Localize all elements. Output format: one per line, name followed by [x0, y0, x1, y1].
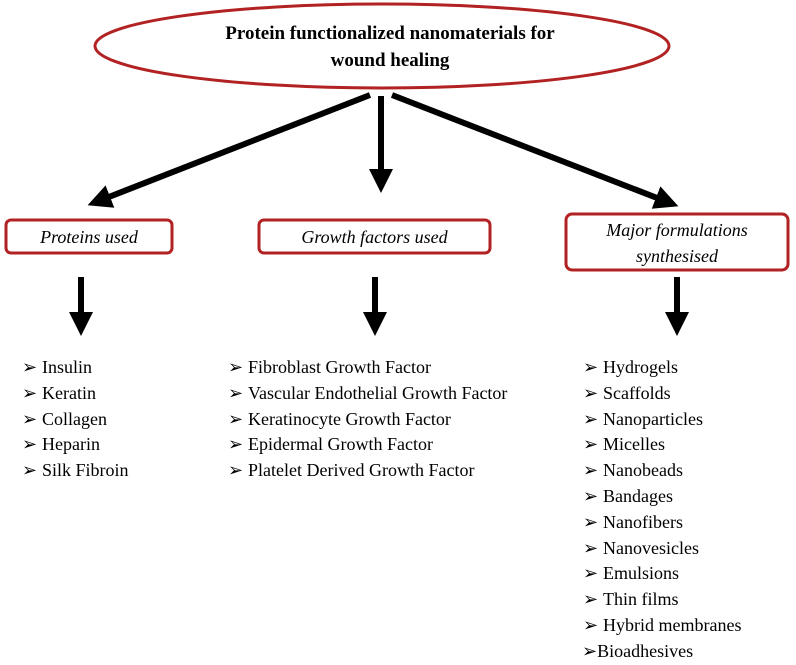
arrowhead-bullet-icon: ➢ [583, 537, 599, 558]
list-item: ➢Keratin [22, 381, 129, 407]
arrowhead-bullet-icon: ➢ [228, 434, 244, 455]
list-item: ➢Micelles [583, 432, 741, 458]
arrowhead-bullet-icon: ➢ [22, 382, 38, 403]
root-title: Protein functionalized nanomaterials for… [140, 20, 640, 74]
list-item: ➢Thin films [583, 587, 741, 613]
root-title-line-1: Protein functionalized nanomaterials for [225, 23, 555, 44]
arrow-root-to-proteins [87, 92, 372, 208]
list-item: ➢Keratinocyte Growth Factor [228, 407, 507, 433]
arrowhead-bullet-icon: ➢ [583, 408, 599, 429]
arrowhead-bullet-icon: ➢ [583, 357, 599, 377]
label-proteins-used: Proteins used [40, 227, 138, 247]
list-item: ➢Hybrid membranes [583, 613, 741, 639]
proteins-list: ➢Insulin ➢Keratin ➢Collagen ➢Heparin ➢Si… [22, 355, 129, 484]
list-item: ➢Emulsions [583, 561, 741, 587]
arrowhead-bullet-icon: ➢ [583, 589, 599, 610]
list-item: ➢Vascular Endothelial Growth Factor [228, 381, 507, 407]
arrowhead-bullet-icon: ➢ [583, 460, 599, 481]
root-title-line-2: wound healing [330, 50, 450, 71]
label-major-formulations-line-1: Major formulations [606, 220, 748, 240]
list-item: ➢Scaffolds [583, 381, 741, 407]
arrowhead-bullet-icon: ➢ [583, 485, 599, 506]
arrowhead-bullet-icon: ➢ [22, 460, 38, 481]
label-growth-factors-used: Growth factors used [301, 227, 448, 247]
root-ellipse [93, 2, 671, 90]
list-item: ➢Fibroblast Growth Factor [228, 355, 507, 381]
arrowhead-bullet-icon: ➢ [583, 434, 599, 455]
list-item: ➢Collagen [22, 407, 129, 433]
list-item: ➢Bioadhesives [582, 640, 694, 661]
list-item: ➢Silk Fibroin [22, 458, 129, 484]
arrowhead-bullet-icon: ➢ [228, 460, 244, 481]
arrowhead-bullet-icon: ➢ [22, 408, 38, 429]
box-major-formulations [564, 212, 790, 272]
list-item: ➢Bandages [583, 484, 741, 510]
list-item: ➢Insulin [22, 355, 129, 381]
arrowhead-bullet-icon: ➢ [583, 382, 599, 403]
list-item: ➢Epidermal Growth Factor [228, 432, 507, 458]
arrowhead-bullet-icon: ➢ [582, 640, 598, 661]
list-item: ➢Heparin [22, 432, 129, 458]
list-item: ➢Platelet Derived Growth Factor [228, 458, 507, 484]
arrowhead-bullet-icon: ➢ [583, 511, 599, 532]
growth-factors-list: ➢Fibroblast Growth Factor ➢Vascular Endo… [228, 355, 507, 484]
list-item: ➢Nanovesicles [583, 536, 741, 562]
arrowhead-bullet-icon: ➢ [583, 563, 599, 584]
list-item: ➢Nanobeads [583, 458, 741, 484]
label-major-formulations-line-2: synthesised [636, 246, 718, 266]
arrowhead-bullet-icon: ➢ [22, 357, 38, 377]
arrowhead-bullet-icon: ➢ [583, 614, 599, 635]
arrowhead-bullet-icon: ➢ [228, 382, 244, 403]
formulations-list: ➢Hydrogels ➢Scaffolds ➢Nanoparticles ➢Mi… [582, 355, 741, 665]
label-major-formulations: Major formulations synthesised [566, 217, 788, 269]
list-item: ➢Nanoparticles [583, 407, 741, 433]
arrowhead-bullet-icon: ➢ [228, 357, 244, 377]
list-item: ➢Nanofibers [583, 510, 741, 536]
box-proteins-used [4, 218, 174, 255]
arrowhead-bullet-icon: ➢ [22, 434, 38, 455]
arrow-root-to-formulations [390, 92, 679, 209]
arrowhead-bullet-icon: ➢ [228, 408, 244, 429]
list-item: ➢Hydrogels [583, 355, 741, 381]
box-growth-factors-used [257, 218, 492, 255]
